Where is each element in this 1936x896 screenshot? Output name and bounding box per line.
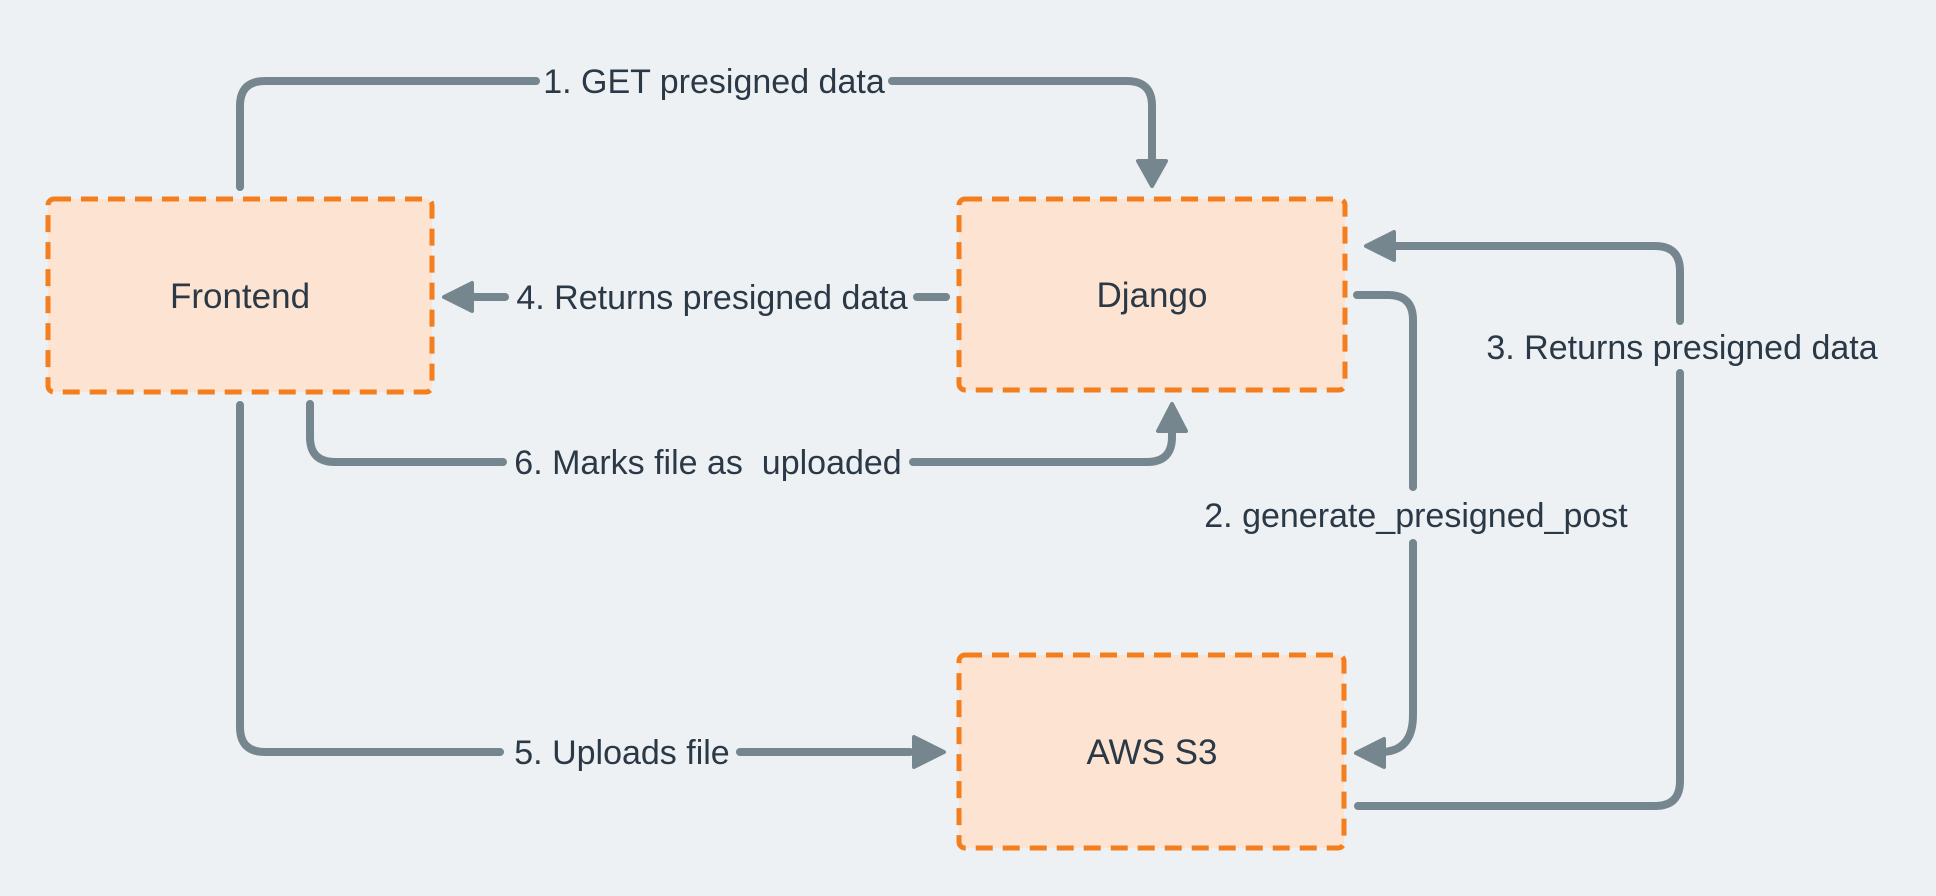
edge-4-returns-presigned-data: 4. Returns presigned data bbox=[442, 279, 950, 317]
node-aws-s3-box bbox=[956, 652, 1347, 851]
node-django-box bbox=[956, 196, 1348, 393]
node-frontend: Frontend bbox=[45, 196, 435, 395]
edge-5-label: 5. Uploads file bbox=[514, 734, 729, 772]
node-django-label: Django bbox=[1097, 276, 1208, 315]
edge-1-label: 1. GET presigned data bbox=[543, 63, 885, 101]
edge-2-generate-presigned-post: 2. generate_presigned_post bbox=[1204, 291, 1628, 769]
node-django: Django bbox=[956, 196, 1348, 393]
edge-3-path-end bbox=[1390, 242, 1684, 325]
edge-6-marks-file-uploaded: 6. Marks file as uploaded bbox=[306, 400, 1188, 482]
edge-6-label: 6. Marks file as uploaded bbox=[514, 444, 901, 482]
edge-3-label: 3. Returns presigned data bbox=[1486, 329, 1877, 367]
edge-1-arrowhead bbox=[1136, 159, 1168, 188]
edge-3-path-start bbox=[1354, 369, 1684, 810]
edge-4-label: 4. Returns presigned data bbox=[516, 279, 907, 317]
node-frontend-box bbox=[45, 196, 435, 395]
edge-2-arrowhead bbox=[1354, 737, 1386, 769]
edge-2-label: 2. generate_presigned_post bbox=[1204, 497, 1628, 535]
edge-5-uploads-file: 5. Uploads file bbox=[236, 401, 946, 772]
edge-6-path-end bbox=[909, 428, 1176, 466]
edge-3-returns-presigned-data: 3. Returns presigned data bbox=[1354, 230, 1878, 810]
edge-3-arrowhead bbox=[1364, 230, 1396, 262]
node-aws-s3-label: AWS S3 bbox=[1087, 733, 1218, 772]
node-aws-s3: AWS S3 bbox=[956, 652, 1347, 851]
edge-6-path-start bbox=[306, 400, 507, 466]
edge-4-arrowhead bbox=[442, 281, 474, 313]
edge-5-path-start bbox=[236, 401, 504, 756]
edge-1-path-start bbox=[236, 77, 540, 191]
edge-1-path-end bbox=[888, 77, 1156, 164]
edge-2-path-start bbox=[1353, 291, 1417, 491]
edge-1-get-presigned-data: 1. GET presigned data bbox=[236, 63, 1168, 191]
edge-5-arrowhead bbox=[912, 735, 946, 769]
node-frontend-label: Frontend bbox=[170, 277, 310, 316]
edge-6-arrowhead bbox=[1156, 402, 1188, 433]
edge-2-path-end bbox=[1378, 539, 1417, 756]
